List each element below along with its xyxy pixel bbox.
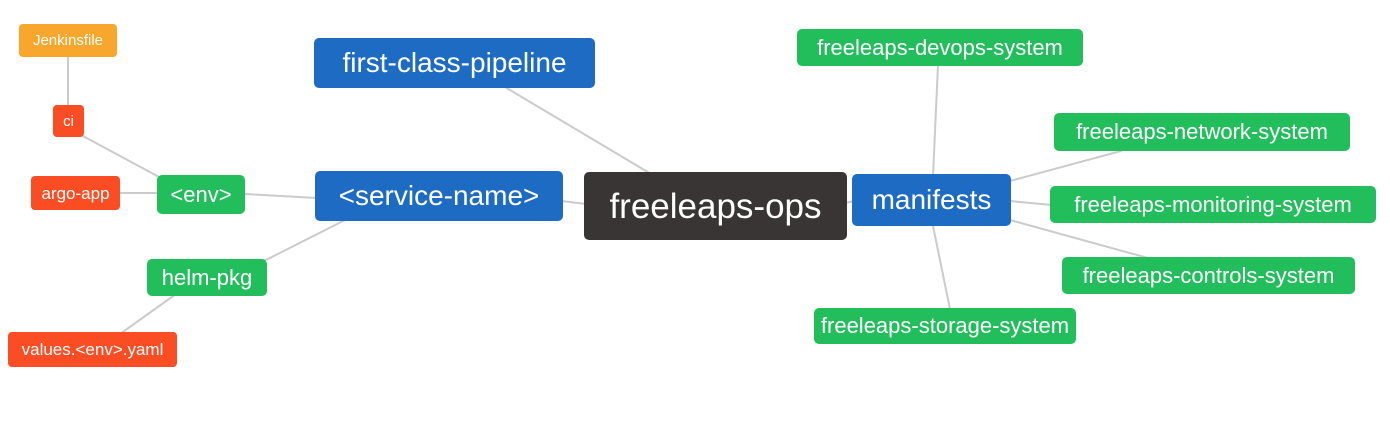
node-argo-app[interactable]: argo-app [31,176,120,210]
node-first-class-pipeline[interactable]: first-class-pipeline [314,38,595,88]
edge-service-name-helm-pkg [263,219,346,262]
edge-env-service-name [244,193,318,199]
edge-manifests-controls [1009,219,1149,259]
node-freeleaps-devops-system[interactable]: freeleaps-devops-system [797,29,1083,66]
node-env[interactable]: <env> [157,175,245,214]
edge-manifests-network [1009,150,1122,182]
edge-manifests-storage [932,225,951,310]
node-freeleaps-network-system[interactable]: freeleaps-network-system [1054,113,1350,151]
node-freeleaps-storage-system[interactable]: freeleaps-storage-system [814,308,1076,344]
node-jenkinsfile[interactable]: Jenkinsfile [19,24,117,57]
node-helm-pkg[interactable]: helm-pkg [147,259,267,296]
node-values-env-yaml[interactable]: values.<env>.yaml [8,332,177,367]
edge-manifests-monitoring [1009,200,1053,206]
node-service-name[interactable]: <service-name> [315,171,563,221]
edge-manifests-devops [932,64,939,177]
node-freeleaps-ops[interactable]: freeleaps-ops [584,172,847,240]
edge-pipeline-ops [504,86,652,175]
node-freeleaps-monitoring-system[interactable]: freeleaps-monitoring-system [1050,186,1376,223]
edge-service-name-ops [561,200,587,205]
edge-helm-pkg-values [119,293,177,335]
node-manifests[interactable]: manifests [852,174,1011,226]
node-freeleaps-controls-system[interactable]: freeleaps-controls-system [1062,257,1355,294]
edge-ci-env [80,134,162,179]
node-ci[interactable]: ci [53,105,84,137]
